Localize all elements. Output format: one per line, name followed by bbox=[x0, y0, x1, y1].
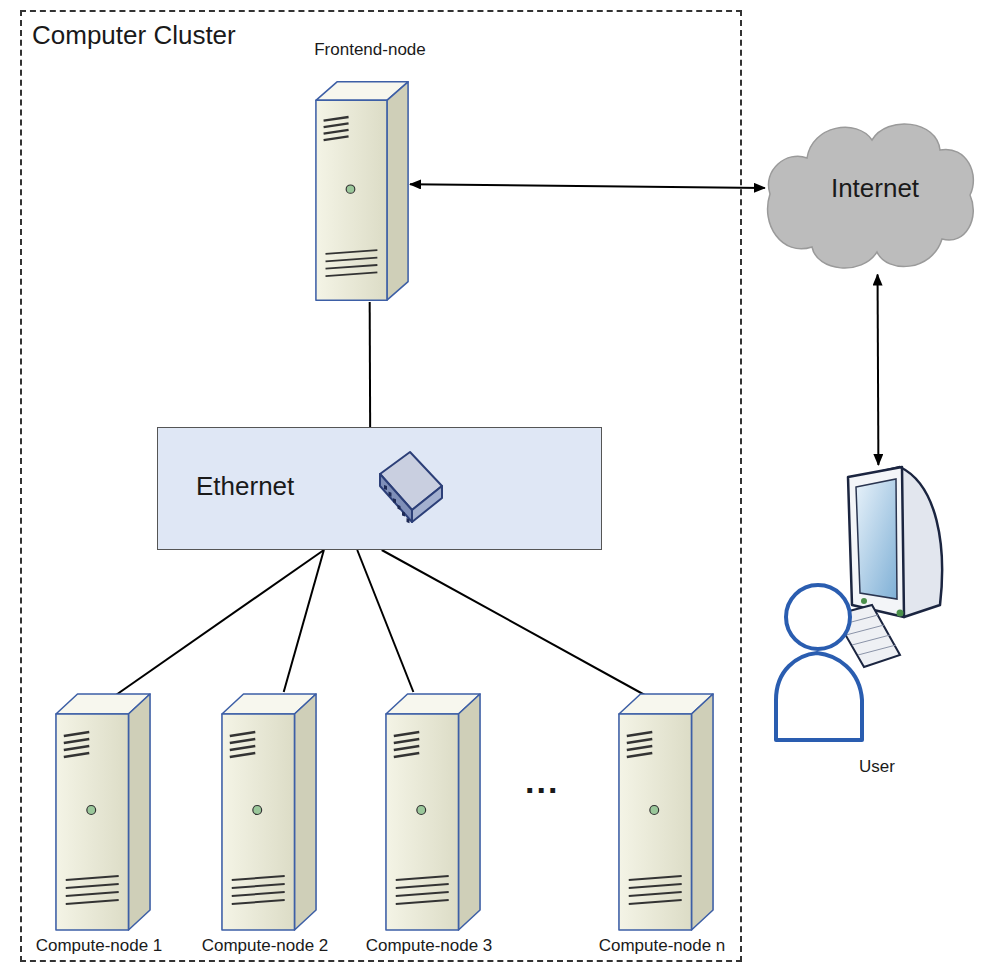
network-name: Ethernet bbox=[196, 471, 294, 502]
server-node: Compute-node 1 bbox=[54, 692, 152, 932]
node-label: Compute-node 3 bbox=[366, 936, 493, 956]
ellipsis-mark: ... bbox=[525, 762, 559, 801]
server-icon bbox=[384, 692, 482, 932]
node-label: Compute-node 2 bbox=[202, 936, 329, 956]
user-workstation: User bbox=[772, 465, 962, 745]
node-label: Compute-node n bbox=[599, 936, 726, 956]
node-label: User bbox=[859, 757, 895, 777]
switch-icon bbox=[376, 446, 446, 526]
data-arrow bbox=[410, 184, 765, 188]
server-node: Frontend-node bbox=[314, 80, 410, 302]
cluster-title: Computer Cluster bbox=[32, 20, 236, 51]
server-icon bbox=[314, 80, 410, 302]
node-label: Frontend-node bbox=[314, 40, 426, 60]
node-label: Compute-node 1 bbox=[36, 936, 163, 956]
server-node: Compute-node n bbox=[617, 692, 715, 932]
user-icon bbox=[772, 465, 962, 745]
internet-cloud: Internet bbox=[762, 112, 980, 277]
network-link bbox=[382, 550, 661, 704]
server-icon bbox=[54, 692, 152, 932]
network-link bbox=[369, 302, 371, 427]
server-node: Compute-node 2 bbox=[220, 692, 318, 932]
server-icon bbox=[220, 692, 318, 932]
cluster-region: Computer ClusterFrontend-nodeEthernetCom… bbox=[20, 10, 742, 962]
network-link bbox=[103, 550, 324, 704]
network-link bbox=[284, 550, 324, 692]
server-icon bbox=[617, 692, 715, 932]
network-link bbox=[357, 550, 413, 692]
cloud-name: Internet bbox=[831, 173, 919, 204]
server-node: Compute-node 3 bbox=[384, 692, 482, 932]
network-band: Ethernet bbox=[157, 427, 602, 550]
data-arrow bbox=[877, 275, 880, 465]
